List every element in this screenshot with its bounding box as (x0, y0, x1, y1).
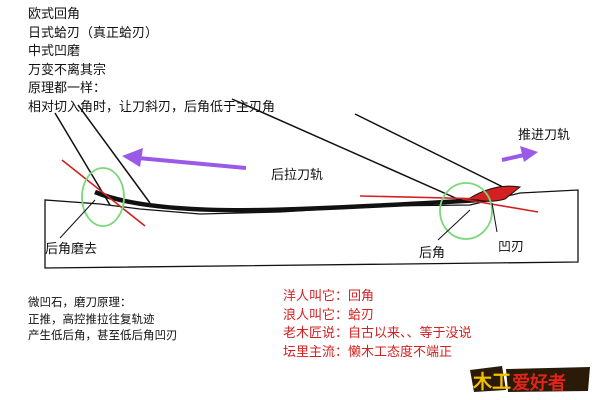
pull-direction-arrow (122, 148, 247, 170)
logo-text-part1: 木工 (473, 371, 512, 393)
right-blade-tip (468, 185, 522, 202)
site-logo: 木工 爱好者 (468, 364, 592, 394)
left-blade-line-inner (77, 104, 151, 204)
stone-outline (44, 189, 579, 269)
push-rail-label: 推进刀轨 (518, 128, 571, 143)
principle-line: 微凹石，磨刀原理： (28, 295, 132, 309)
left-red-angle-line (61, 159, 146, 227)
push-direction-arrow (501, 146, 538, 162)
right-blade-line-upper (354, 113, 506, 189)
right-blade-line-lower (231, 98, 461, 201)
leader-back-angle (437, 209, 471, 241)
logo-backdrop (470, 366, 590, 392)
logo-text-part2: 爱好者 (512, 373, 566, 394)
left-highlight-circle (81, 167, 125, 227)
intro-line: 中式凹磨 (28, 44, 81, 59)
principle-line: 产生低后角，甚至低后角凹刃 (28, 328, 178, 342)
back-angle-ground-label: 后角磨去 (45, 242, 98, 257)
left-blade-line-outer (54, 112, 111, 206)
commentary-line: 坛里主流：懒木工态度不端正 (283, 344, 453, 360)
pull-rail-label: 后拉刀轨 (271, 168, 324, 183)
intro-line: 原理都一样： (28, 81, 107, 96)
intro-text: 欧式回角 日式蛤刃（真正蛤刃） 中式凹磨 万变不离其宗 原理都一样： 相对切入角… (28, 6, 275, 117)
concave-edge-label: 凹刃 (498, 240, 525, 255)
right-highlight-circle (439, 182, 493, 240)
intro-line: 相对切入角时，让刀斜刃，后角低于主刃角 (28, 99, 276, 115)
leader-back-angle-ground (59, 199, 96, 239)
intro-line: 日式蛤刃（真正蛤刃） (28, 25, 159, 41)
principle-line: 正推，高控推拉往复轨迹 (28, 311, 155, 326)
commentary-line: 浪人叫它：蛤刃 (283, 307, 375, 323)
intro-line: 万变不离其宗 (28, 62, 107, 78)
commentary-line: 洋人叫它：回角 (283, 289, 375, 304)
intro-line: 欧式回角 (28, 7, 81, 22)
leader-concave-edge (491, 202, 498, 233)
principle-text: 微凹石，磨刀原理： 正推，高控推拉往复轨迹 产生低后角，甚至低后角凹刃 (28, 294, 178, 344)
concave-edge-arc (94, 189, 496, 213)
back-angle-label: 后角 (419, 246, 446, 261)
commentary-line: 老木匠说：自古以来、、等于没说 (283, 326, 472, 341)
right-red-angle-line-b (461, 198, 539, 213)
right-red-angle-line-a (359, 195, 491, 200)
naming-commentary: 洋人叫它：回角 浪人叫它：蛤刃 老木匠说：自古以来、、等于没说 坛里主流：懒木工… (283, 288, 472, 362)
